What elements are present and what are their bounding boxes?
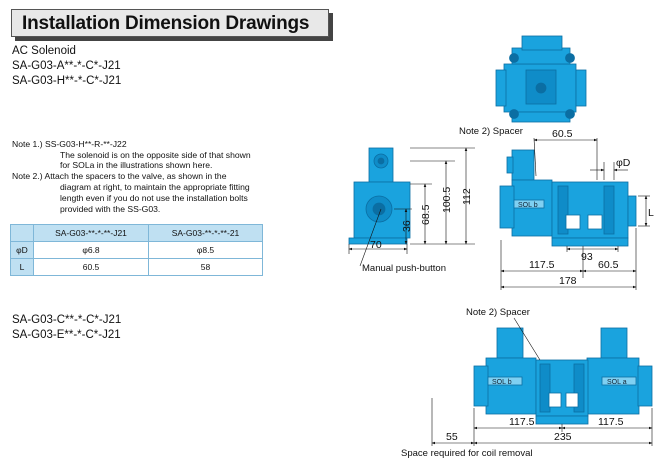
dim-117-5-left: 117.5 bbox=[509, 416, 535, 428]
side-view-dimensions bbox=[500, 137, 650, 290]
dim-178: 178 bbox=[559, 275, 577, 287]
spacer-label-bottom: Note 2) Spacer bbox=[466, 307, 530, 318]
sol-b-label-side: SOL b bbox=[518, 202, 538, 209]
model-label-e: SA-G03-E**-*-C*-J21 bbox=[12, 329, 121, 341]
end-view-dimensions bbox=[348, 147, 475, 267]
model-label-c: SA-G03-C**-*-C*-J21 bbox=[12, 314, 122, 326]
table-corner bbox=[10, 224, 34, 242]
note2-line2: length even if you do not use the instal… bbox=[60, 193, 248, 203]
note2-line3: provided with the SS-G03. bbox=[60, 204, 161, 214]
dim-235: 235 bbox=[554, 431, 572, 443]
dim-68-5: 68.5 bbox=[420, 204, 432, 225]
model-label-h: SA-G03-H**-*-C*-J21 bbox=[12, 75, 122, 87]
dim-60-5-top: 60.5 bbox=[552, 128, 573, 140]
note2-line1: diagram at right, to maintain the approp… bbox=[60, 182, 250, 192]
table-header-row: SA-G03-**-*-**-J21 SA-G03-**-*-**-21 bbox=[10, 224, 263, 242]
section-header: Installation Dimension Drawings bbox=[11, 9, 329, 37]
table-row: φD φ6.8 φ8.5 bbox=[10, 241, 263, 259]
dim-55: 55 bbox=[446, 431, 458, 443]
table-row: L 60.5 58 bbox=[10, 258, 263, 276]
dim-100-5: 100.5 bbox=[441, 187, 453, 213]
note2-label: Note 2.) Attach the spacers to the valve… bbox=[12, 171, 227, 181]
dim-117-5-right: 117.5 bbox=[598, 416, 624, 428]
page-title: Installation Dimension Drawings bbox=[22, 13, 310, 34]
dim-70: 70 bbox=[370, 239, 382, 251]
ac-solenoid-title: AC Solenoid bbox=[12, 45, 76, 57]
table-col-j21: SA-G03-**-*-**-J21 bbox=[33, 224, 149, 242]
note1-line1: The solenoid is on the opposite side of … bbox=[60, 150, 251, 160]
dim-93: 93 bbox=[581, 251, 593, 263]
top-view-valve bbox=[495, 35, 587, 123]
double-solenoid-dimensions bbox=[431, 317, 653, 446]
dim-117-5: 117.5 bbox=[529, 259, 555, 271]
coil-removal-label: Space required for coil removal bbox=[401, 448, 532, 459]
note1-label: Note 1.) SS-G03-H**-R-**-J22 bbox=[12, 139, 127, 149]
dim-l: L bbox=[648, 207, 654, 219]
dim-60-5: 60.5 bbox=[598, 259, 619, 271]
double-solenoid-valve bbox=[473, 327, 653, 425]
model-label-a: SA-G03-A**-*-C*-J21 bbox=[12, 60, 121, 72]
sol-a-label: SOL a bbox=[607, 379, 627, 386]
dimension-table: SA-G03-**-*-**-J21 SA-G03-**-*-**-21 φD … bbox=[10, 224, 263, 276]
push-button-label: Manual push-button bbox=[362, 263, 446, 274]
spacer-label-top: Note 2) Spacer bbox=[459, 126, 523, 137]
cell-l-21: 58 bbox=[148, 258, 263, 276]
side-view-valve bbox=[499, 149, 637, 247]
sol-b-label: SOL b bbox=[492, 379, 512, 386]
dim-112: 112 bbox=[461, 188, 473, 205]
dim-phid: φD bbox=[616, 157, 631, 169]
table-col-21: SA-G03-**-*-**-21 bbox=[148, 224, 263, 242]
note1-line2: for SOLa in the illustrations shown here… bbox=[60, 160, 213, 170]
end-view-valve bbox=[348, 147, 411, 245]
dim-36: 36 bbox=[401, 220, 413, 232]
